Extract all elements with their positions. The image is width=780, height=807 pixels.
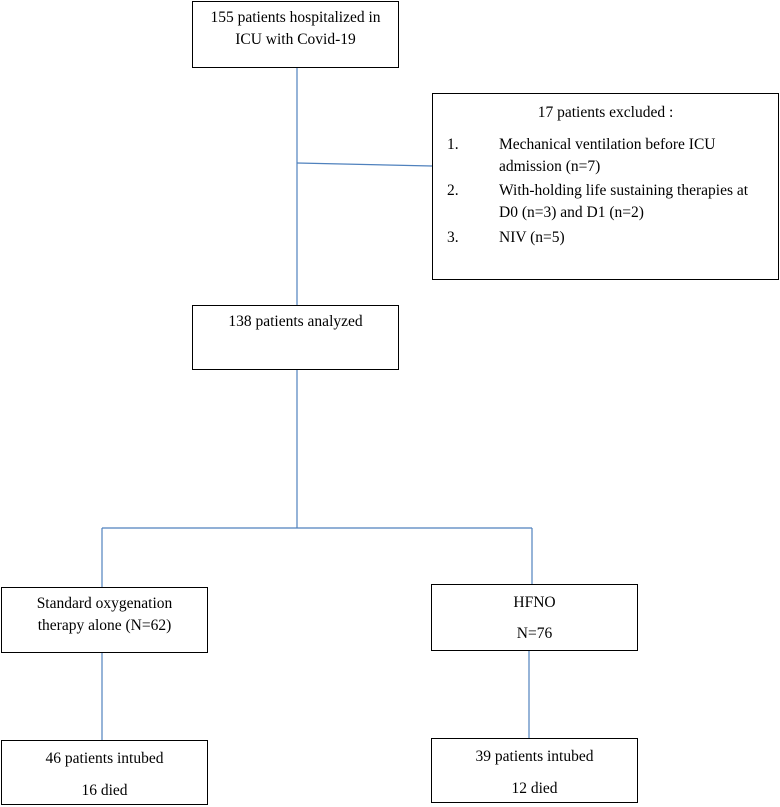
hospitalized-line-1: 155 patients hospitalized in [210,9,381,26]
excluded-item-1-line-2: admission (n=7) [499,158,601,175]
excluded-item-3-line-1: NIV (n=5) [499,229,565,246]
box-outcome-standard: 46 patients intubed 16 died [1,740,208,805]
excluded-item-2-line-1: With-holding life sustaining therapies a… [499,182,749,199]
box-analyzed: 138 patients analyzed [192,305,399,370]
connector-to-excluded [296,162,433,167]
hfno-label: HFNO [513,594,556,611]
excluded-item-1-line-1: Mechanical ventilation before ICU [499,136,716,153]
standard-line-2: therapy alone (N=62) [37,617,172,634]
box-outcome-hfno: 39 patients intubed 12 died [431,738,638,803]
outcome-left-intubed: 46 patients intubed [45,750,164,767]
standard-line-1: Standard oxygenation [36,595,173,612]
analyzed-label: 138 patients analyzed [228,313,363,330]
hfno-count: N=76 [516,625,553,642]
box-hfno: HFNO N=76 [431,584,638,651]
box-standard-oxygenation: Standard oxygenation therapy alone (N=62… [1,587,208,653]
box-excluded: 17 patients excluded : 1. Mechanical ven… [432,93,779,280]
excluded-item-2-number: 2. [447,182,459,199]
excluded-item-1-number: 1. [447,136,459,153]
outcome-left-died: 16 died [81,782,128,799]
box-hospitalized: 155 patients hospitalized in ICU with Co… [192,1,399,68]
hospitalized-line-2: ICU with Covid-19 [235,31,356,48]
excluded-item-2-line-2: D0 (n=3) and D1 (n=2) [499,204,644,221]
outcome-right-intubed: 39 patients intubed [475,748,594,765]
excluded-item-3-number: 3. [447,229,459,246]
outcome-right-died: 12 died [511,780,558,797]
excluded-title: 17 patients excluded : [537,104,674,121]
